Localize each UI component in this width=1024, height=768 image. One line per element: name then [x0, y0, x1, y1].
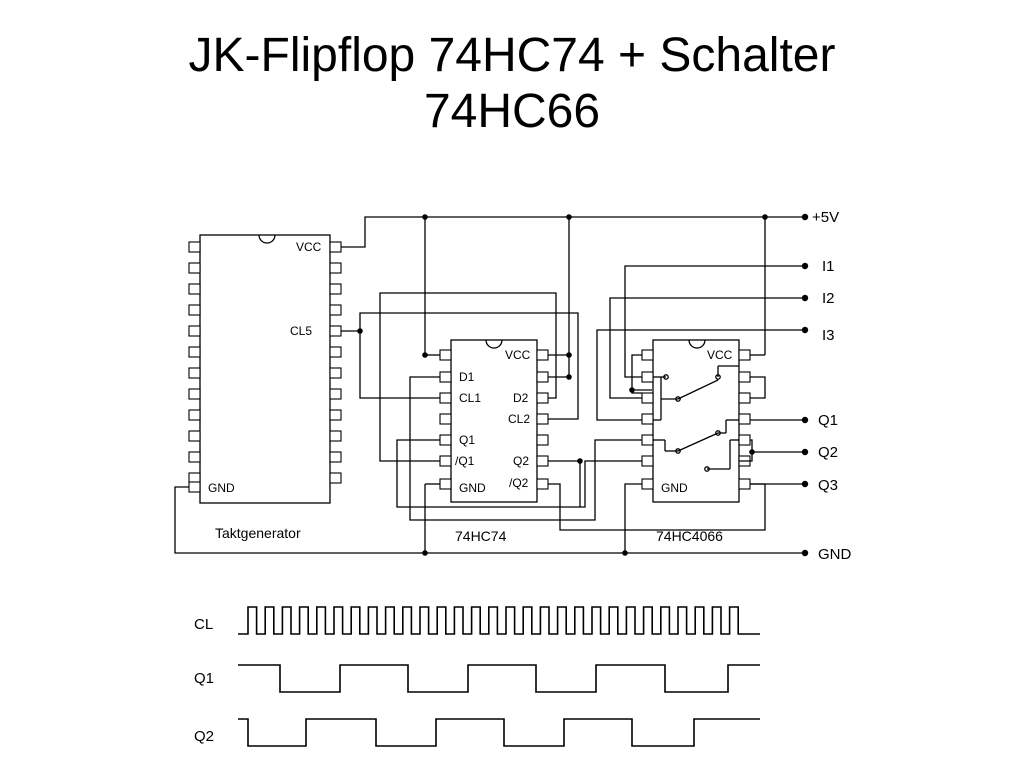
title-line-2: 74HC66	[423, 85, 601, 138]
internal-switch-1	[653, 365, 739, 421]
analog-switch-chip: VCC GND 74HC4066	[641, 339, 751, 544]
signal-cl-label: CL	[194, 616, 213, 633]
terminal-q3-label: Q3	[818, 477, 838, 494]
terminal-q1-label: Q1	[818, 412, 838, 429]
clock-left-pins	[188, 241, 201, 484]
signal-q1-label: Q1	[194, 670, 214, 687]
switch-chip-name: 74HC4066	[656, 528, 723, 544]
ff-nq1-label: /Q1	[455, 454, 475, 468]
ff-nq2-label: /Q2	[509, 476, 529, 490]
terminal-gnd-label: GND	[818, 546, 852, 563]
ff-vcc-label: VCC	[505, 348, 531, 362]
terminal-q2-label: Q2	[818, 444, 838, 461]
q2-waveform	[238, 718, 760, 747]
clock-waveform	[238, 606, 760, 635]
ff-cl2-label: CL2	[508, 412, 530, 426]
timing-diagram: CL Q1 Q2	[194, 606, 760, 747]
internal-switch-2	[653, 419, 739, 472]
terminals: +5V I1 I2 I3 Q1 Q2 Q3 GND	[801, 209, 852, 563]
terminal-i1-label: I1	[822, 258, 835, 275]
clock-gnd-label: GND	[208, 481, 235, 495]
switch-gnd-label: GND	[661, 481, 688, 495]
gnd-pin-clock-outline	[188, 481, 201, 493]
clock-vcc-label: VCC	[296, 240, 322, 254]
signal-q2-label: Q2	[194, 728, 214, 745]
ff-left-pins	[439, 349, 452, 490]
ff-q1-label: Q1	[459, 433, 475, 447]
ff-chip-name: 74HC74	[455, 528, 507, 544]
q1-waveform	[238, 664, 760, 693]
clock-generator-chip: VCC CL5 GND Taktgenerator	[188, 234, 342, 541]
flipflop-chip: VCC D1 CL1 D2 CL2 Q1 /Q1 Q2 /Q2 GND 74HC…	[439, 339, 549, 544]
clock-chip-name: Taktgenerator	[215, 525, 301, 541]
switch-vcc-label: VCC	[707, 348, 733, 362]
ff-d2-label: D2	[513, 391, 529, 405]
ff-cl1-label: CL1	[459, 391, 481, 405]
switch-right-pins	[738, 349, 751, 490]
wiring	[174, 214, 805, 556]
clock-right-pins	[329, 241, 342, 484]
slide-title: JK-Flipflop 74HC74 + Schalter 74HC66	[0, 28, 1024, 140]
ff-d1-label: D1	[459, 370, 475, 384]
ff-q2-label: Q2	[513, 454, 529, 468]
terminal-i3-label: I3	[822, 327, 835, 344]
ff-gnd-label: GND	[459, 481, 486, 495]
title-line-1: JK-Flipflop 74HC74 + Schalter	[188, 29, 836, 82]
switch-left-pins	[641, 349, 654, 490]
terminal-i2-label: I2	[822, 290, 835, 307]
clock-cl5-label: CL5	[290, 324, 312, 338]
ff-right-pins	[536, 349, 549, 490]
terminal-plus5v-label: +5V	[812, 209, 839, 226]
